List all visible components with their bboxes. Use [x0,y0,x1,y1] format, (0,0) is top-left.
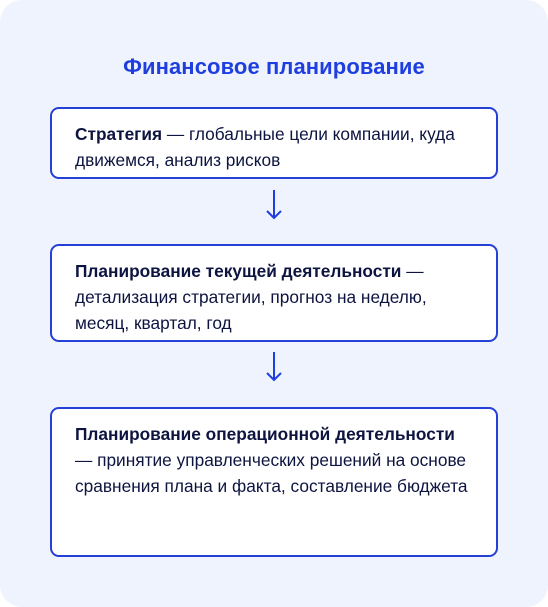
step-strategy: Стратегия — глобальные цели компании, ку… [50,107,498,179]
step-current-planning: Планирование текущей деятельности — дета… [50,244,498,342]
step-operational-planning: Планирование операционной деятельности —… [50,407,498,557]
arrow-down-icon [266,352,282,382]
step-term: Планирование операционной деятельности [75,424,455,444]
step-term: Стратегия [75,124,163,144]
arrow-down-icon [266,190,282,220]
step-description: — глобальные цели компании, куда движемс… [75,124,455,170]
step-description: — принятие управленческих решений на осн… [75,450,468,496]
step-term: Планирование текущей деятельности [75,261,402,281]
step-description: — детализация стратегии, прогноз на неде… [75,261,427,333]
diagram-title: Финансовое планирование [123,54,425,79]
